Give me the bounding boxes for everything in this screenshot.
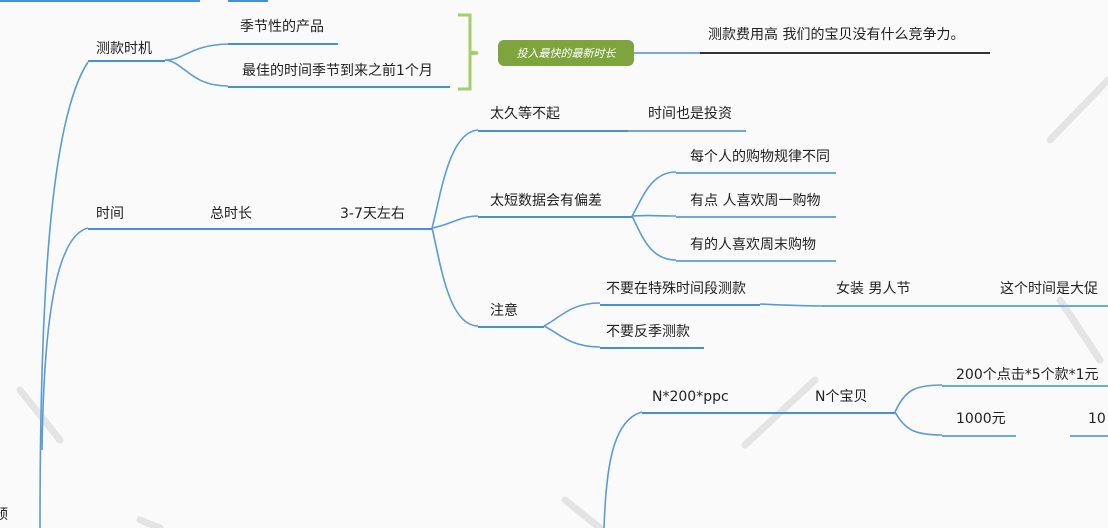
node-budget-formula-underline [642, 412, 802, 414]
node-attention: 注意 [490, 303, 518, 319]
node-time-is-money-underline [628, 130, 746, 132]
node-time-is-money: 时间也是投资 [648, 106, 732, 122]
node-ten-partial-underline [1070, 435, 1108, 437]
summary-bracket [458, 13, 479, 91]
node-weekend-shopping-underline [676, 260, 836, 262]
summary-note-pill: 投入最快的最新时长 [498, 40, 634, 66]
watermark-stripe [561, 496, 604, 528]
node-left-edge-partial: 预 [0, 507, 8, 523]
node-budget-formula: N*200*ppc [652, 389, 729, 405]
node-womens-day: 女装 男人节 [836, 281, 911, 297]
watermark-stripe [16, 386, 64, 444]
node-high-cost: 测款费用高 我们的宝贝没有什么竞争力。 [708, 27, 965, 43]
node-clicks-formula-underline [942, 385, 1108, 387]
node-high-cost-underline [700, 52, 990, 54]
node-shopping-habits-underline [676, 172, 836, 174]
trunk-to-time [41, 227, 89, 451]
node-weekend-shopping: 有的人喜欢周末购物 [690, 237, 816, 253]
node-data-bias: 太短数据会有偏差 [490, 193, 602, 209]
branch-to-attention [431, 227, 479, 327]
node-duration-value: 3-7天左右 [340, 206, 405, 222]
top-edge-line [0, 0, 200, 2]
node-time-underline [88, 228, 168, 230]
node-big-promo-underline [992, 305, 1108, 307]
node-total-duration-underline [168, 228, 300, 230]
node-n-items-underline [802, 412, 895, 414]
node-womens-day-underline [822, 305, 992, 307]
branch-to-weekend [631, 215, 677, 261]
node-data-bias-underline [478, 216, 632, 218]
watermark-stripe [1046, 76, 1108, 144]
branch-to-data-bias [431, 215, 479, 229]
node-best-time-underline [228, 86, 450, 88]
node-test-timing: 测款时机 [96, 41, 152, 57]
node-thousand-yuan: 1000元 [956, 411, 1006, 427]
trunk-to-budget [603, 411, 643, 528]
node-shopping-habits: 每个人的购物规律不同 [690, 149, 830, 165]
watermark-stripe [136, 516, 164, 528]
node-avoid-offseason-underline [600, 347, 704, 349]
branch-to-clicks [894, 384, 943, 413]
node-clicks-formula: 200个点击*5个款*1元 [956, 367, 1099, 383]
node-seasonal-product-underline [228, 43, 338, 45]
branch-to-seasonal [164, 43, 229, 61]
branch-to-habits [631, 171, 677, 217]
node-duration-value-underline [300, 228, 432, 230]
branch-to-too-long [431, 129, 479, 229]
node-best-time: 最佳的时间季节到来之前1个月 [242, 63, 433, 79]
node-ten-partial: 10 [1088, 411, 1106, 427]
time-top-line [228, 0, 268, 2]
node-avoid-special-underline [600, 304, 760, 306]
node-test-timing-underline [88, 60, 165, 62]
node-thousand-yuan-underline [942, 435, 1016, 437]
node-weekday-shopping-underline [676, 216, 836, 218]
node-total-duration: 总时长 [210, 206, 252, 222]
node-time: 时间 [96, 206, 124, 222]
branch-to-thousand [894, 411, 943, 436]
node-attention-underline [478, 326, 544, 328]
node-big-promo: 这个时间是大促 [1000, 281, 1098, 297]
branch-to-womens-day [759, 303, 823, 307]
node-too-long-underline [478, 130, 628, 132]
branch-to-avoid-special [543, 302, 601, 327]
node-seasonal-product: 季节性的产品 [240, 19, 324, 35]
node-avoid-special: 不要在特殊时间段测款 [606, 281, 746, 297]
node-avoid-offseason: 不要反季测款 [606, 324, 690, 340]
watermark-stripe [1056, 296, 1104, 364]
node-n-items: N个宝贝 [815, 389, 868, 405]
branch-to-avoid-offseason [543, 325, 601, 348]
node-weekday-shopping: 有点 人喜欢周一购物 [690, 193, 821, 209]
trunk-line [39, 61, 89, 528]
node-too-long: 太久等不起 [490, 106, 560, 122]
branch-to-best-time [164, 59, 229, 87]
